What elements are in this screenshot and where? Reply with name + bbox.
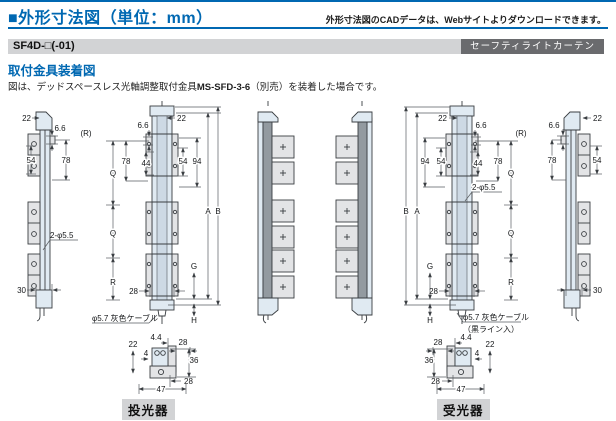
dim-receiver-top-4: 4 [475,349,480,358]
dim-emitter-front-54: 54 [179,157,188,166]
dim-emitter-front-q2: Q [110,229,116,238]
dim-receiver-front-r: R [508,278,514,287]
label-emitter-cable: φ5.7 灰色ケーブル [92,313,158,323]
dim-emitter-side-30: 30 [17,286,26,295]
dim-receiver-front-b: B [403,207,408,216]
dim-receiver-side-22: 22 [593,114,602,123]
section-heading: 取付金具装着図 [8,64,96,78]
dim-emitter-front-6-6: 6.6 [137,121,149,130]
dim-receiver-front-hole: 2-φ5.5 [472,183,496,192]
dim-emitter-front-94: 94 [193,157,202,166]
dim-emitter-front-q1: Q [110,169,116,178]
dim-receiver-top-36: 36 [425,356,434,365]
dim-emitter-side-6-6: 6.6 [54,124,66,133]
emitter-side-view: 22 6.6 54 78 2-φ5.5 30 [17,111,78,322]
dim-emitter-side-22: 22 [22,114,31,123]
dim-receiver-top-47: 47 [457,385,466,394]
dim-receiver-side-54: 54 [593,156,602,165]
dim-emitter-top-4-4: 4.4 [150,333,162,342]
section-description: 図は、デッドスペースレス光軸調整取付金具MS-SFD-3-6（別売）を装着した場… [8,79,382,93]
desc-bracket-model: MS-SFD-3-6 [196,82,251,93]
dim-receiver-front-h: H [427,316,433,325]
dim-emitter-front-h: H [191,316,197,325]
dim-emitter-front-78: 78 [122,157,131,166]
top-rule [0,0,616,2]
dim-receiver-front-78: 78 [494,157,503,166]
desc-prefix: 図は、デッドスペースレス光軸調整取付金具 [8,82,197,93]
dim-receiver-front-a: A [414,207,420,216]
model-bar: SF4D-□(-01) セーフティライトカーテン [8,39,604,54]
emitter-top-view: 22 4.4 28 4 36 28 47 [129,333,201,396]
dim-receiver-front-94: 94 [421,157,430,166]
dim-receiver-top-4-4: 4.4 [460,333,472,342]
dim-emitter-front-a: A [205,207,211,216]
dim-receiver-front-22: 22 [438,114,447,123]
dim-receiver-top-28b: 28 [431,377,440,386]
dim-emitter-top-47: 47 [157,385,166,394]
title-underline [8,27,608,29]
dim-receiver-top-22: 22 [486,340,495,349]
dim-receiver-side-6-6: 6.6 [548,121,560,130]
dim-receiver-side-30: 30 [593,286,602,295]
dim-emitter-top-36: 36 [190,356,199,365]
dim-emitter-front-28: 28 [129,287,138,296]
label-receiver-cable-blackline: （黒ライン入） [463,325,519,334]
receiver-caption: 受光器 [437,399,490,420]
dim-receiver-top-28a: 28 [434,338,443,347]
dim-receiver-front-g: G [427,262,433,271]
dim-emitter-front-b: B [215,207,220,216]
dim-emitter-front-r-ref: (R) [80,129,91,138]
dim-receiver-front-28: 28 [429,287,438,296]
receiver-top-view: 28 4.4 22 4 36 28 47 [423,333,495,396]
dim-receiver-front-54: 54 [437,157,446,166]
receiver-side-view: 6.6 22 78 54 30 [546,111,603,322]
dim-emitter-side-hole: 2-φ5.5 [50,231,74,240]
dim-receiver-front-r-ref: (R) [515,129,526,138]
dim-emitter-side-54: 54 [27,156,36,165]
emitter-caption: 投光器 [122,399,175,420]
dim-emitter-top-28a: 28 [179,338,188,347]
dim-emitter-top-22: 22 [129,340,138,349]
cad-download-note: 外形寸法図のCADデータは、Webサイトよりダウンロードできます。 [325,15,606,25]
emitter-profile-view [257,101,295,324]
dim-receiver-front-q1: Q [508,169,514,178]
dim-emitter-top-28b: 28 [184,377,193,386]
desc-suffix: （別売）を装着した場合です。 [250,82,383,93]
page-title: ■外形寸法図（単位：mm） [8,10,213,27]
dim-emitter-top-4: 4 [144,349,149,358]
dim-emitter-front-r: R [110,278,116,287]
label-receiver-cable: φ5.7 灰色ケーブル [463,312,529,322]
receiver-front-view: B A 94 54 22 6.6 44 78 (R) Q Q R 2-φ5.5 … [402,101,529,334]
dim-receiver-front-44: 44 [474,159,483,168]
dim-emitter-front-44: 44 [142,159,151,168]
dim-emitter-front-22: 22 [177,114,186,123]
dim-receiver-front-q2: Q [508,229,514,238]
emitter-front-view: (R) 6.6 22 78 44 54 94 Q Q R 28 A B G H … [80,101,222,327]
dim-receiver-side-78: 78 [548,156,557,165]
dim-receiver-front-6-6: 6.6 [475,121,487,130]
model-number: SF4D-□(-01) [13,40,75,52]
receiver-profile-view [335,101,373,324]
category-badge: セーフティライトカーテン [461,39,604,54]
dim-emitter-front-g: G [191,262,197,271]
dim-emitter-side-78: 78 [62,156,71,165]
